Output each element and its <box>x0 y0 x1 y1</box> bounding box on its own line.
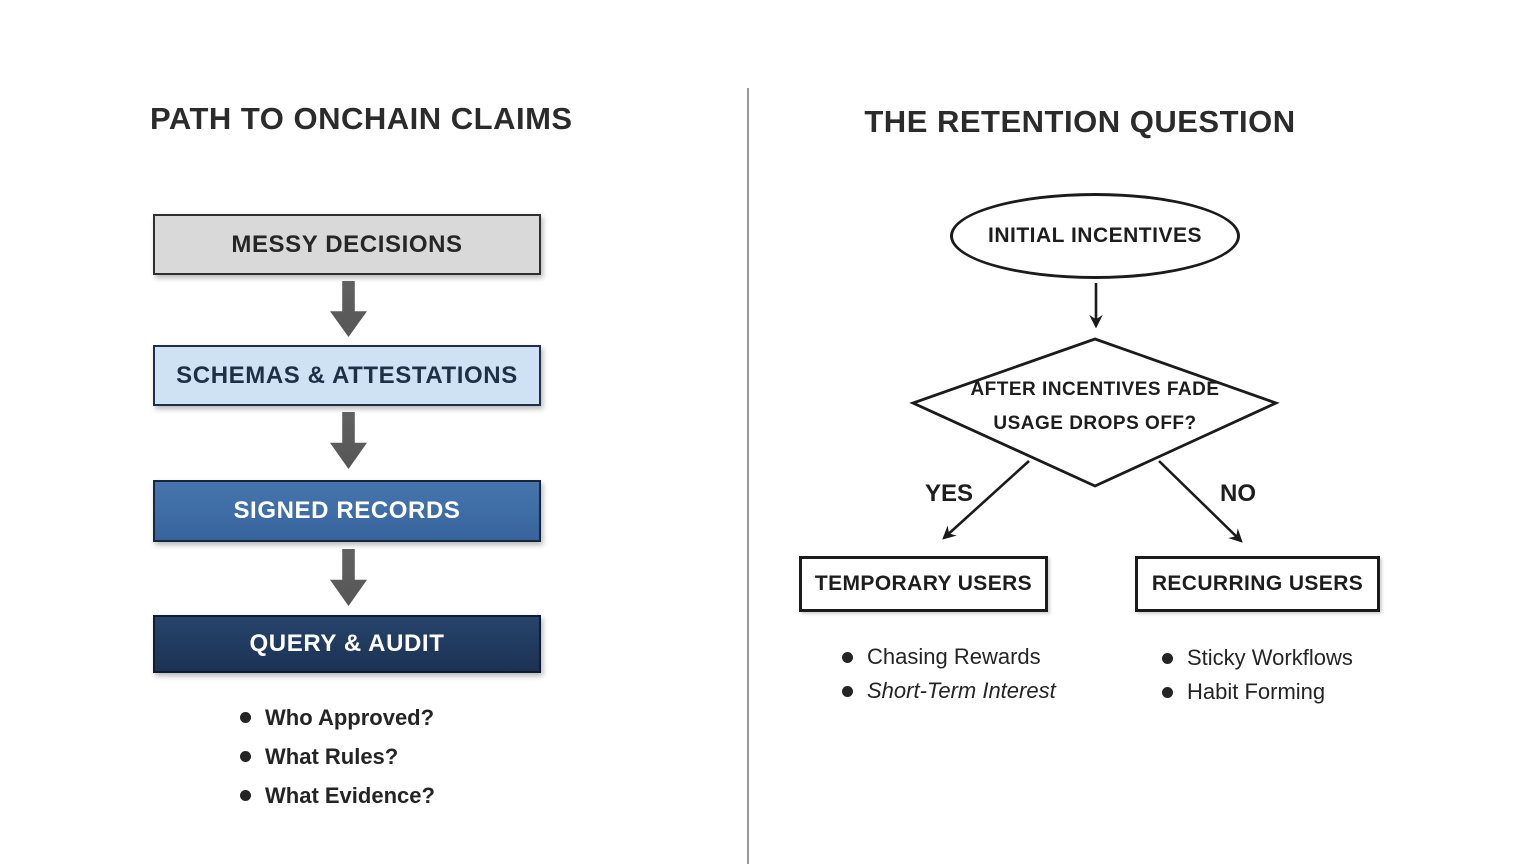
bullet-icon <box>842 685 853 697</box>
left-panel-title: PATH TO ONCHAIN CLAIMS <box>150 101 573 136</box>
bullet-text: Habit Forming <box>1187 679 1326 704</box>
down-arrow-icon <box>330 549 367 606</box>
bullet-icon <box>1162 652 1173 664</box>
right-panel-title: THE RETENTION QUESTION <box>864 104 1296 139</box>
list-item: Who Approved? <box>240 698 435 737</box>
branch-label-yes: YES <box>924 480 974 507</box>
flow-node-signed-records: SIGNED RECORDS <box>153 480 541 542</box>
flow-node-recurring-users: RECURRING USERS <box>1135 556 1380 612</box>
temporary-users-bullet-list: Chasing Rewards Short-Term Interest <box>842 640 1056 708</box>
flow-node-label: QUERY & AUDIT <box>249 630 445 657</box>
flow-node-label: RECURRING USERS <box>1151 572 1364 595</box>
bullet-text: Who Approved? <box>265 704 435 730</box>
flow-node-label: INITIAL INCENTIVES <box>988 224 1202 247</box>
flow-node-initial-incentives: INITIAL INCENTIVES <box>950 193 1240 279</box>
decision-label: AFTER INCENTIVES FADE USAGE DROPS OFF? <box>913 373 1277 441</box>
bullet-icon <box>240 712 251 723</box>
panel-divider <box>747 88 749 864</box>
bullet-text: Short-Term Interest <box>867 678 1056 703</box>
bullet-icon <box>240 790 251 801</box>
flow-node-query-audit: QUERY & AUDIT <box>153 615 541 673</box>
bullet-text: Sticky Workflows <box>1187 645 1353 670</box>
bullet-text: What Rules? <box>265 743 399 769</box>
flow-node-label: TEMPORARY USERS <box>814 572 1033 595</box>
flow-node-schemas-attestations: SCHEMAS & ATTESTATIONS <box>153 345 541 406</box>
query-audit-bullet-list: Who Approved? What Rules? What Evidence? <box>240 698 435 815</box>
branch-label-no: NO <box>1220 480 1256 507</box>
list-item: Chasing Rewards <box>842 640 1056 674</box>
down-arrow-icon <box>330 281 367 337</box>
list-item: Habit Forming <box>1162 675 1353 709</box>
bullet-icon <box>1162 686 1173 698</box>
flow-node-label: SCHEMAS & ATTESTATIONS <box>176 361 518 389</box>
decision-line2: USAGE DROPS OFF? <box>993 413 1197 434</box>
bullet-text: Chasing Rewards <box>867 644 1041 669</box>
list-item: Sticky Workflows <box>1162 641 1353 675</box>
flow-node-label: MESSY DECISIONS <box>231 230 463 258</box>
flow-node-label: SIGNED RECORDS <box>233 497 461 524</box>
flow-node-messy-decisions: MESSY DECISIONS <box>153 214 541 275</box>
bullet-icon <box>240 751 251 762</box>
down-arrow-icon <box>330 412 367 469</box>
list-item: What Evidence? <box>240 776 435 815</box>
list-item: What Rules? <box>240 737 435 776</box>
recurring-users-bullet-list: Sticky Workflows Habit Forming <box>1162 641 1353 709</box>
bullet-icon <box>842 651 853 663</box>
flow-node-temporary-users: TEMPORARY USERS <box>799 556 1048 612</box>
decision-line1: AFTER INCENTIVES FADE <box>970 379 1220 400</box>
list-item: Short-Term Interest <box>842 674 1056 708</box>
bullet-text: What Evidence? <box>265 782 435 808</box>
